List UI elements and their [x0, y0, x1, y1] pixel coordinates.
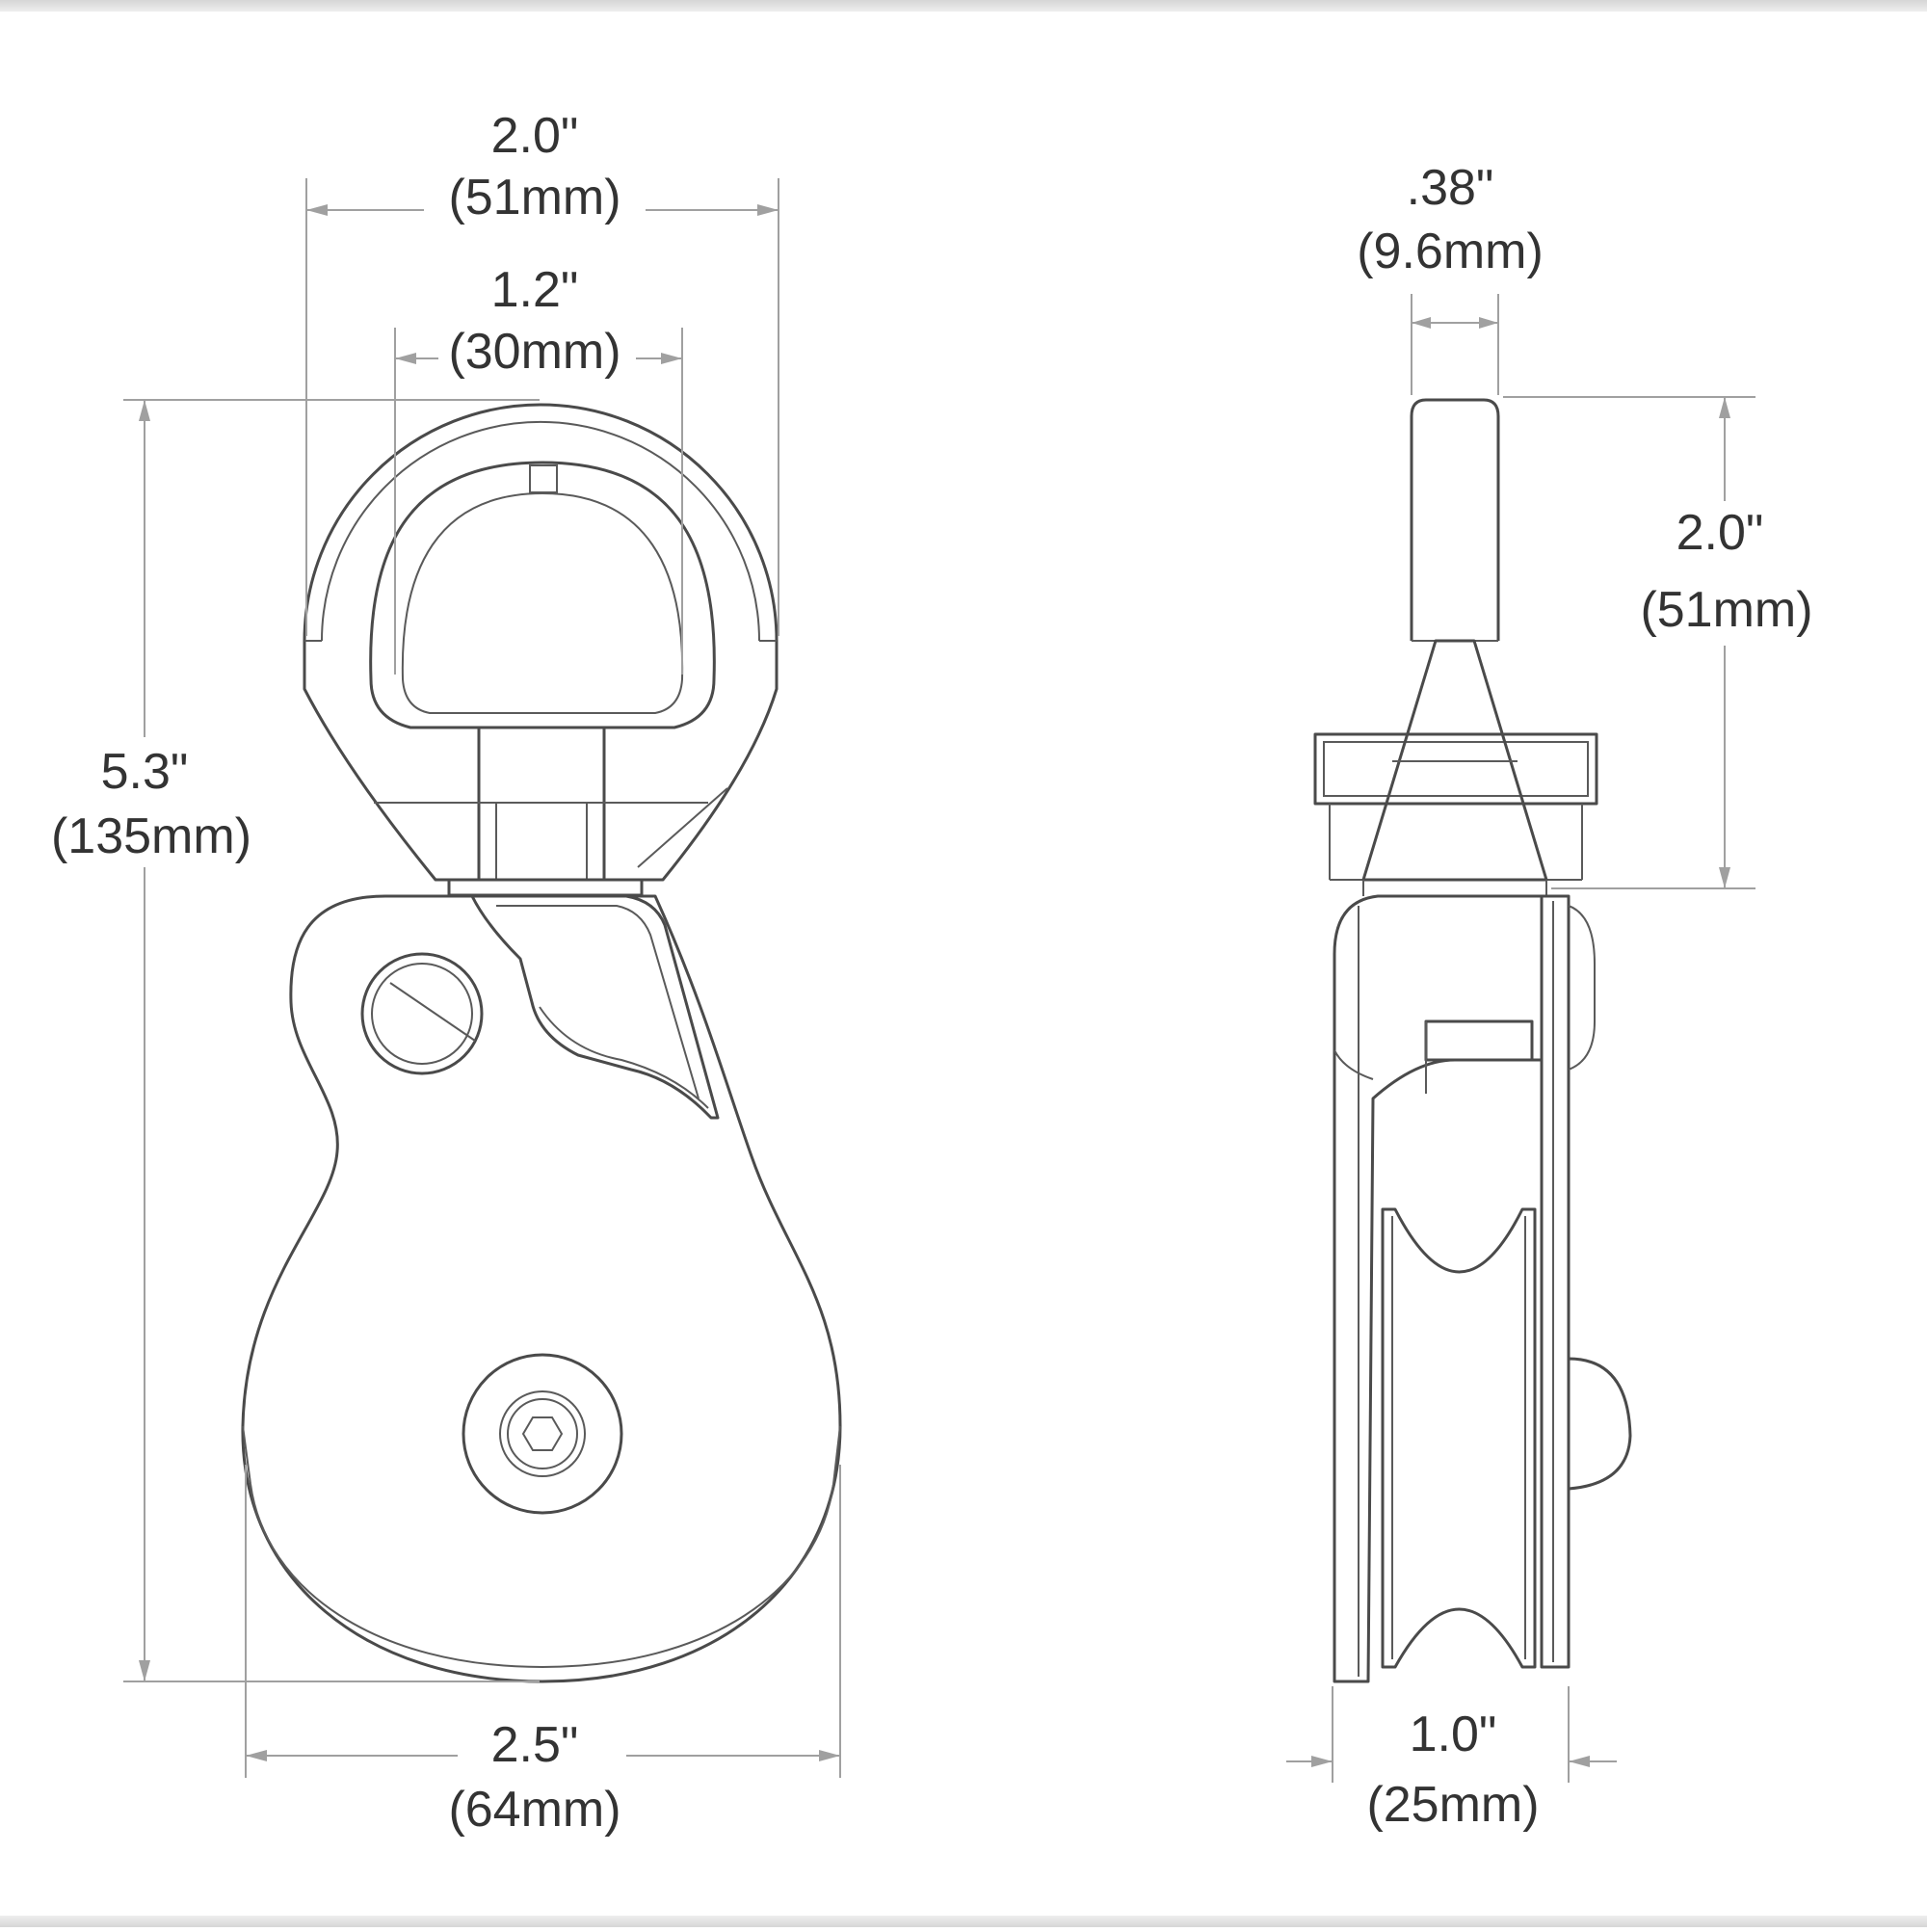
- side-swivel-collar: [1313, 639, 1598, 896]
- dim-eye-thickness-mm: (9.6mm): [1357, 224, 1544, 279]
- dim-overall-width-mm: (51mm): [448, 170, 620, 225]
- axle-bolt: [462, 1353, 623, 1515]
- swivel-eye: [303, 403, 779, 897]
- side-sheave: [1381, 1207, 1537, 1669]
- dim-eye-thickness-inches: .38": [1407, 160, 1494, 216]
- front-view: 2.0" (51mm) 1.2" (30mm): [51, 108, 842, 1838]
- dim-eye-thickness: .38" (9.6mm): [1357, 160, 1544, 395]
- dim-overall-height-inches: 5.3": [101, 744, 189, 800]
- dim-body-thickness: 1.0" (25mm): [1286, 1686, 1617, 1833]
- dim-body-thickness-mm: (25mm): [1366, 1777, 1539, 1833]
- side-eye-shank: [1410, 398, 1500, 642]
- dim-eye-inner-width: 1.2" (30mm): [394, 262, 683, 675]
- side-body: [1333, 894, 1632, 1683]
- dim-sheave-width-mm: (64mm): [448, 1782, 620, 1838]
- dim-eye-inner-width-inches: 1.2": [491, 262, 579, 318]
- side-plate: [241, 894, 842, 1683]
- dim-sheave-width-inches: 2.5": [491, 1717, 579, 1773]
- dim-overall-height-mm: (135mm): [51, 808, 251, 864]
- top-border: [0, 0, 1927, 12]
- dim-eye-height-inches: 2.0": [1676, 505, 1764, 561]
- dim-eye-inner-width-mm: (30mm): [448, 324, 620, 380]
- dim-overall-width-inches: 2.0": [491, 108, 579, 164]
- dim-body-thickness-inches: 1.0": [1410, 1707, 1497, 1762]
- dim-overall-width: 2.0" (51mm): [305, 108, 779, 636]
- dim-eye-height-mm: (51mm): [1640, 582, 1812, 638]
- dim-eye-height: 2.0" (51mm): [1503, 396, 1813, 889]
- bottom-border: [0, 1916, 1927, 1927]
- side-view: .38" (9.6mm) 2.0" (51mm): [1286, 160, 1813, 1833]
- gate-screw: [360, 952, 484, 1075]
- dim-overall-height: 5.3" (135mm): [51, 399, 540, 1682]
- dim-sheave-width: 2.5" (64mm): [245, 1465, 841, 1838]
- snap-gate: [470, 894, 720, 1120]
